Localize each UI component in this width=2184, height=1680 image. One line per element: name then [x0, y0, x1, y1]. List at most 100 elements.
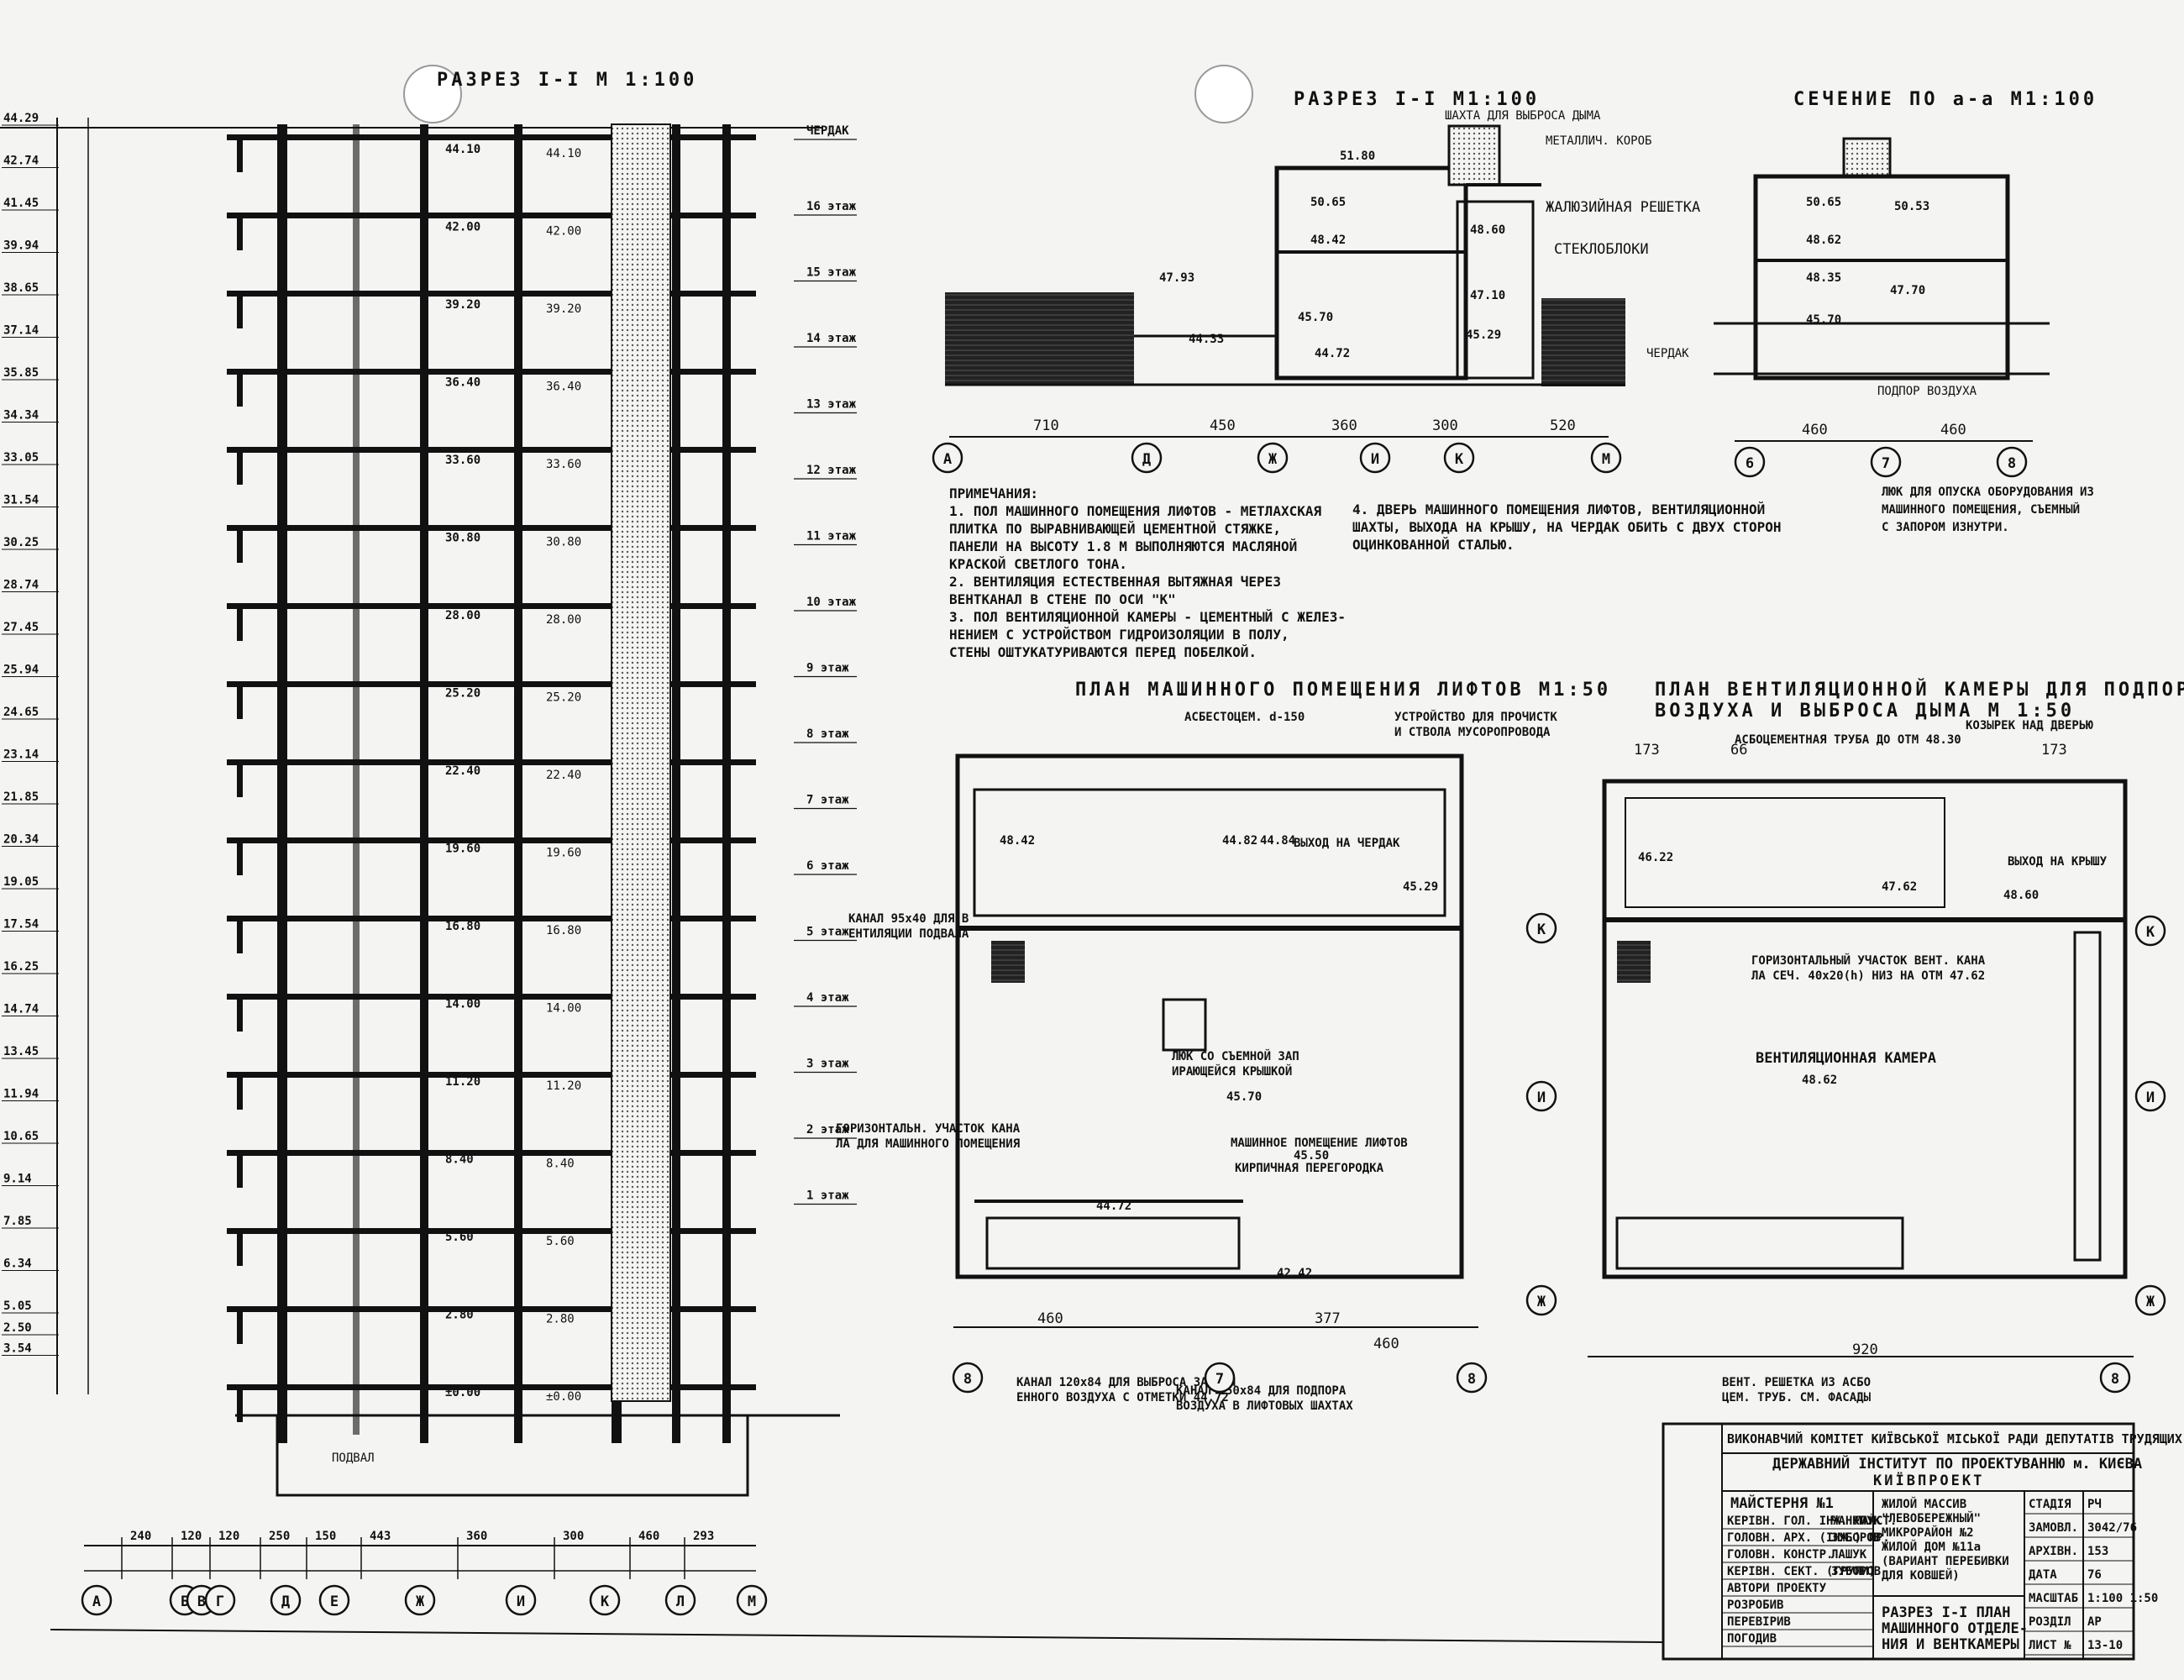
hatch-note: ЛЮК ДЛЯ ОПУСКА ОБОРУДОВАНИЯ ИЗМАШИННОГО … — [1882, 486, 2094, 534]
aa-axis-1: 7 — [1870, 446, 1902, 478]
machine-axis-2: 8 — [1456, 1362, 1488, 1394]
elevation-value: 11.94 — [3, 1088, 39, 1101]
section-aa: СЕЧЕНИЕ ПО а-а М1:100 ПОДПОР ВОЗДУХА 50.… — [1714, 89, 2097, 534]
stamp-role: РОЗРОБИВ — [1727, 1599, 1783, 1612]
stamp-role: ГОЛОВН. АРХ. (ІНЖ.) ПР. — [1727, 1531, 1890, 1545]
note-line: 1. ПОЛ МАШИННОГО ПОМЕЩЕНИЯ ЛИФТОВ - МЕТЛ… — [949, 503, 1321, 519]
floor-label: 1 этаж — [806, 1189, 849, 1203]
machine-axis-2-label: 8 — [1467, 1371, 1476, 1388]
vent-row-axis-2-circle — [2134, 1284, 2166, 1316]
elevation-value: 39.94 — [3, 239, 39, 253]
note-line: КРАСКОЙ СВЕТЛОГО ТОНА. — [949, 556, 1127, 572]
title-block: ВИКОНАВЧИЙ КОМІТЕТ КИЇВСЬКОЇ МІСЬКОЇ РАД… — [1662, 1422, 2182, 1661]
notes-block-right: 4. ДВЕРЬ МАШИННОГО ПОМЕЩЕНИЯ ЛИФТОВ, ВЕН… — [1352, 501, 1782, 553]
axis-2-label: В — [197, 1593, 206, 1610]
vent-axis-0: 8 — [2099, 1362, 2131, 1394]
section-title-aa: СЕЧЕНИЕ ПО а-а М1:100 — [1793, 89, 2097, 110]
balcony-edge — [237, 375, 243, 407]
section-mark: 25.20 — [445, 687, 480, 701]
section-mark: 36.40 — [445, 376, 480, 390]
balcony-edge — [237, 1312, 243, 1344]
section-mark: 42.00 — [445, 221, 480, 234]
top-axis-5-label: М — [1602, 451, 1610, 468]
balcony-edge — [237, 453, 243, 485]
floor-label: 7 этаж — [806, 794, 849, 807]
stamp-object-line: ЖИЛОЙ ДОМ №11а — [1882, 1540, 1981, 1554]
note-line: 2. ВЕНТИЛЯЦИЯ ЕСТЕСТВЕННАЯ ВЫТЯЖНАЯ ЧЕРЕ… — [949, 574, 1281, 590]
elevation-value: 13.45 — [3, 1045, 39, 1058]
bottom-dimension: 250 — [269, 1530, 290, 1543]
top-axis-4: К — [1443, 442, 1475, 474]
stamp-name: ЛАШУК — [1831, 1548, 1867, 1562]
floor-slab — [227, 837, 756, 843]
vent-plan-mark: 47.62 — [1882, 880, 1917, 894]
top-section: РАЗРЕЗ I-I М1:100 ШАХТА ДЛЯ ВЫБРОСА ДЫМА… — [932, 89, 1700, 474]
machine-row-axis-2-circle — [1525, 1284, 1557, 1316]
section-title-left: РАЗРЕЗ I-I М 1:100 — [437, 70, 697, 91]
section-mark: 30.80 — [445, 532, 480, 545]
axis-6-circle — [404, 1584, 436, 1616]
vent-plan-dimension: 66 — [1730, 742, 1747, 759]
bottom-dimension: 293 — [693, 1530, 714, 1543]
note-line: СТЕНЫ ОШТУКАТУРИВАЮТСЯ ПЕРЕД ПОБЕЛКОЙ. — [949, 644, 1257, 660]
aa-axis-0-label: 6 — [1746, 455, 1754, 472]
top-dimension: 360 — [1331, 417, 1357, 434]
aa-axis-1-circle — [1870, 446, 1902, 478]
machine-axis-0-circle — [952, 1362, 984, 1394]
vent-row-axis-1-circle — [2134, 1080, 2166, 1112]
elevation-value: 34.34 — [3, 409, 39, 423]
section-mark-shaft: 28.00 — [546, 613, 581, 627]
stamp-object-line: (ВАРИАНТ ПЕРЕБИВКИ — [1882, 1555, 2009, 1568]
floor-label: 14 этаж — [806, 332, 857, 345]
vent-row-axis-0: К — [2134, 915, 2166, 947]
floor-slab — [227, 1306, 756, 1312]
axis-9-label: Л — [676, 1593, 685, 1610]
vent-plan-dimension: 920 — [1852, 1341, 1878, 1358]
vent-plan-label: ВЕНТИЛЯЦИОННАЯ КАМЕРА — [1756, 1050, 1936, 1067]
vent-row-axis-1: И — [2134, 1080, 2166, 1112]
floor-label: ЧЕРДАК — [806, 124, 849, 138]
section-mark-shaft: 14.00 — [546, 1002, 581, 1016]
punch-hole — [1194, 65, 1253, 123]
vent-plan-label: ЦЕМ. ТРУБ. СМ. ФАСАДЫ — [1722, 1391, 1872, 1404]
note-line: 3. ПОЛ ВЕНТИЛЯЦИОННОЙ КАМЕРЫ - ЦЕМЕНТНЫЙ… — [949, 609, 1346, 625]
machine-axis-1-label: 7 — [1215, 1371, 1224, 1388]
machine-plan-label: ВОЗДУХА В ЛИФТОВЫХ ШАХТАХ — [1176, 1399, 1353, 1413]
stamp-name: ЧАНКЛУК — [1831, 1515, 1882, 1528]
elevation-value: 5.05 — [3, 1299, 32, 1313]
elevation-value: 41.45 — [3, 197, 39, 210]
label-glass-blocks: СТЕКЛОБЛОКИ — [1554, 241, 1649, 258]
elevation-value: 23.14 — [3, 748, 39, 762]
machine-plan-mark: 48.42 — [1000, 834, 1035, 848]
section-mark-shaft: 22.40 — [546, 769, 581, 782]
aa-mark: 47.70 — [1890, 284, 1925, 297]
floor-label: 15 этаж — [806, 266, 857, 280]
section-title-top: РАЗРЕЗ I-I М1:100 — [1294, 89, 1540, 110]
balcony-edge — [237, 1390, 243, 1422]
elevation-value: 33.05 — [3, 451, 39, 465]
floor-slab — [227, 291, 756, 297]
top-mark: 51.80 — [1340, 150, 1375, 163]
machine-plan-label: ГОРИЗОНТАЛЬН. УЧАСТОК КАНА — [836, 1122, 1021, 1136]
balcony-edge — [237, 687, 243, 719]
top-section-marks: 51.8050.6548.6048.4247.1045.7045.2944.72… — [1159, 150, 1505, 360]
floor-slab — [227, 1384, 756, 1390]
section-mark: 11.20 — [445, 1075, 480, 1089]
stamp-org2: ДЕРЖАВНИЙ ІНСТИТУТ ПО ПРОЕКТУВАННЮ м. КИ… — [1772, 1454, 2142, 1473]
stamp-role: АВТОРИ ПРОЕКТУ — [1727, 1582, 1827, 1595]
top-axis-2: Ж — [1257, 442, 1289, 474]
vent-plan-dimension: 173 — [1634, 742, 1660, 759]
stamp-field-key: АРХІВН. — [2029, 1545, 2078, 1558]
elevation-value: 17.54 — [3, 918, 39, 932]
floor-slab — [227, 525, 756, 531]
balcony-edge — [237, 297, 243, 328]
elevation-value: 27.45 — [3, 621, 39, 634]
axis-9-circle — [664, 1584, 696, 1616]
section-mark: 5.60 — [445, 1231, 474, 1244]
machine-plan-axes: 8 7 8 — [952, 1362, 1488, 1394]
top-mark: 47.10 — [1470, 289, 1505, 302]
machine-axis-0-label: 8 — [963, 1371, 972, 1388]
